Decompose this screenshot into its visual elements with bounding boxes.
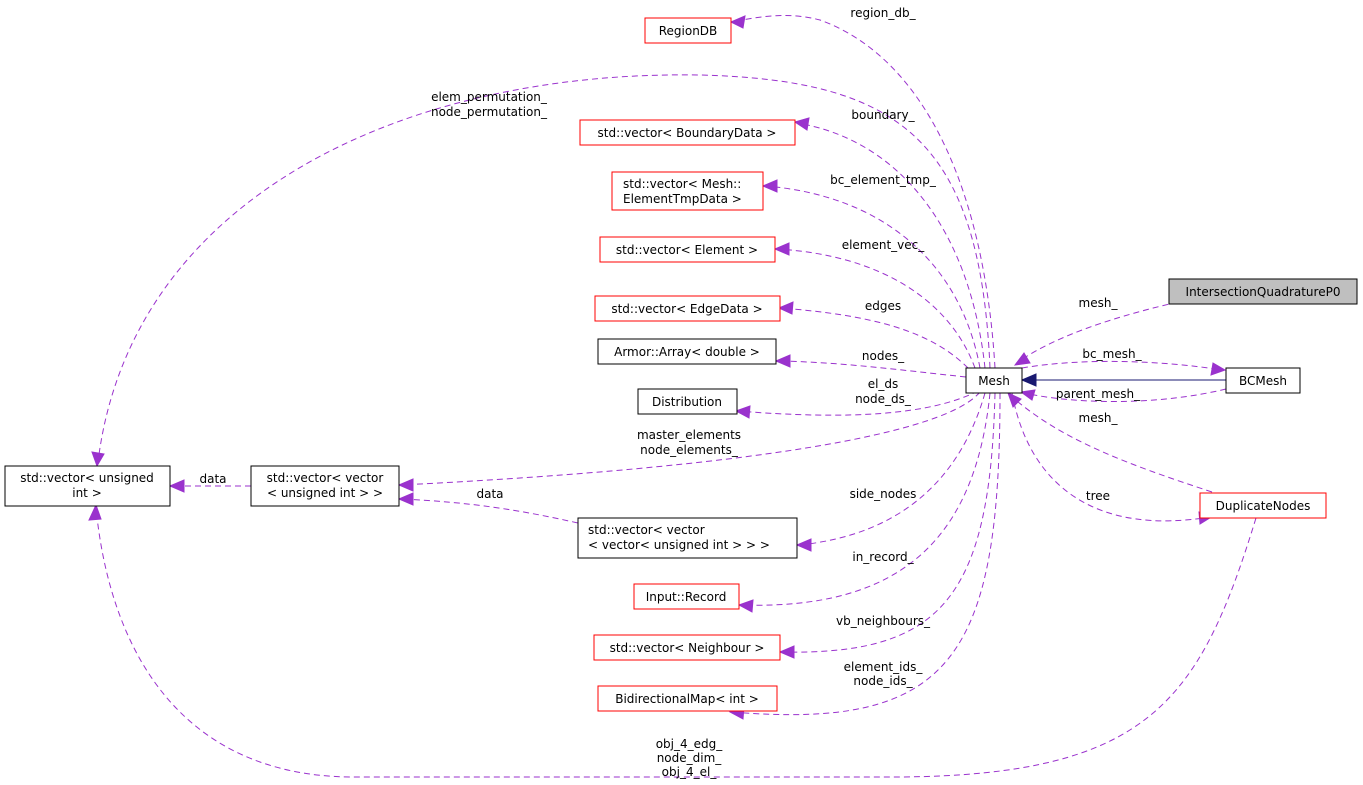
edge-label: bc_mesh_ — [1082, 347, 1142, 361]
edge-mesh-duplicate: mesh_ — [1007, 392, 1213, 493]
edge-label: node_dim_ — [657, 751, 723, 765]
node-label: Mesh — [978, 374, 1010, 388]
edge-label: bc_element_tmp_ — [830, 173, 937, 187]
edge-label: edges — [865, 299, 901, 313]
node-label: < vector< unsigned int > > > — [588, 538, 770, 552]
node-label: BidirectionalMap< int > — [615, 692, 759, 706]
edge-label: node_ds_ — [855, 392, 912, 406]
edge-label: node_permutation_ — [431, 105, 548, 119]
edge-nodes: nodes_ — [774, 349, 967, 378]
edge-master-elements: master_elements node_elements_ — [397, 391, 981, 492]
node-boundary-data[interactable]: std::vector< BoundaryData > — [579, 119, 796, 146]
node-label: IntersectionQuadratureP0 — [1186, 285, 1341, 299]
node-label: int > — [72, 486, 102, 500]
edge-label: in_record_ — [852, 550, 914, 564]
node-intersection-quadrature-p0[interactable]: IntersectionQuadratureP0 — [1168, 278, 1358, 305]
node-vector-unsigned-int[interactable]: std::vector< unsigned int > — [4, 465, 171, 507]
edge-label: data — [476, 487, 503, 501]
edge-inheritance — [1020, 373, 1226, 387]
node-label: RegionDB — [659, 24, 718, 38]
edge-region-db: region_db_ — [729, 6, 996, 369]
node-label: ElementTmpData > — [623, 192, 742, 206]
node-bc-mesh[interactable]: BCMesh — [1225, 367, 1301, 394]
edge-vb-neighbours: vb_neighbours_ — [778, 392, 996, 659]
node-label: std::vector< vector — [588, 523, 705, 537]
edge-label: nodes_ — [862, 349, 905, 363]
edge-in-record: in_record_ — [737, 392, 991, 613]
edge-label: element_vec_ — [842, 238, 926, 252]
edge-element-vec: element_vec_ — [773, 238, 976, 369]
edge-data-left: data — [168, 472, 251, 493]
edge-bc-element-tmp: bc_element_tmp_ — [761, 173, 981, 369]
node-label: std::vector< Neighbour > — [610, 641, 765, 655]
edge-label: mesh_ — [1079, 411, 1119, 425]
edge-label: boundary_ — [851, 108, 915, 122]
edge-side-nodes: side_nodes — [795, 392, 986, 552]
node-label: Input::Record — [646, 590, 727, 604]
node-mesh[interactable]: Mesh — [965, 367, 1023, 394]
edge-label: node_elements_ — [640, 443, 739, 457]
node-duplicate-nodes[interactable]: DuplicateNodes — [1199, 492, 1327, 519]
edge-label: elem_permutation_ — [431, 90, 548, 104]
node-label: std::vector< Element > — [616, 243, 758, 257]
node-vector-vector-vector-unsigned-int[interactable]: std::vector< vector < vector< unsigned i… — [577, 517, 798, 559]
edge-permutation: elem_permutation_ node_permutation_ — [91, 74, 991, 468]
node-neighbour-vec[interactable]: std::vector< Neighbour > — [593, 634, 781, 661]
node-distribution[interactable]: Distribution — [637, 388, 738, 415]
node-label: std::vector< Mesh:: — [623, 177, 741, 191]
node-element-vec[interactable]: std::vector< Element > — [599, 236, 776, 263]
edge-label: obj_4_edg_ — [656, 737, 724, 751]
edge-label: side_nodes — [850, 487, 917, 501]
edge-distribution: el_ds node_ds_ — [734, 377, 979, 419]
edge-label: tree — [1086, 489, 1110, 503]
node-vector-vector-unsigned-int[interactable]: std::vector< vector < unsigned int > > — [250, 465, 400, 507]
edge-label: parent_mesh_ — [1056, 387, 1141, 401]
node-input-record[interactable]: Input::Record — [633, 583, 740, 610]
edge-label: data — [199, 472, 226, 486]
node-element-tmp-data[interactable]: std::vector< Mesh:: ElementTmpData > — [611, 171, 764, 211]
edge-label: mesh_ — [1079, 296, 1119, 310]
node-label: std::vector< EdgeData > — [611, 302, 762, 316]
node-label: Armor::Array< double > — [614, 345, 760, 359]
node-region-db[interactable]: RegionDB — [644, 17, 732, 44]
node-label: < unsigned int > > — [267, 486, 383, 500]
edge-mesh-intersection: mesh_ — [1013, 296, 1179, 366]
edge-data-mid: data — [397, 487, 579, 524]
edge-obj-4: obj_4_edg_ node_dim_ obj_4_el_ — [88, 503, 1257, 779]
edge-label: element_ids_ — [844, 660, 924, 674]
node-edge-data[interactable]: std::vector< EdgeData > — [594, 295, 781, 322]
node-bidirectional-map[interactable]: BidirectionalMap< int > — [597, 685, 778, 712]
node-label: BCMesh — [1239, 374, 1287, 388]
edge-label: node_ids_ — [853, 674, 913, 688]
edge-label: region_db_ — [850, 6, 916, 20]
edge-label: vb_neighbours_ — [836, 614, 931, 628]
edge-label: obj_4_el_ — [662, 765, 718, 779]
edge-edges: edges — [777, 299, 969, 369]
node-label: DuplicateNodes — [1216, 499, 1311, 513]
edge-bc-mesh: bc_mesh_ — [1021, 347, 1227, 376]
node-label: std::vector< BoundaryData > — [598, 126, 777, 140]
edge-boundary: boundary_ — [793, 108, 986, 369]
node-armor-array[interactable]: Armor::Array< double > — [597, 338, 777, 365]
node-label: std::vector< vector — [267, 471, 384, 485]
node-label: std::vector< unsigned — [20, 471, 154, 485]
edge-label: master_elements — [637, 428, 741, 442]
edge-label: el_ds — [868, 377, 899, 391]
node-label: Distribution — [652, 395, 722, 409]
edge-parent-mesh: parent_mesh_ — [1019, 387, 1227, 403]
